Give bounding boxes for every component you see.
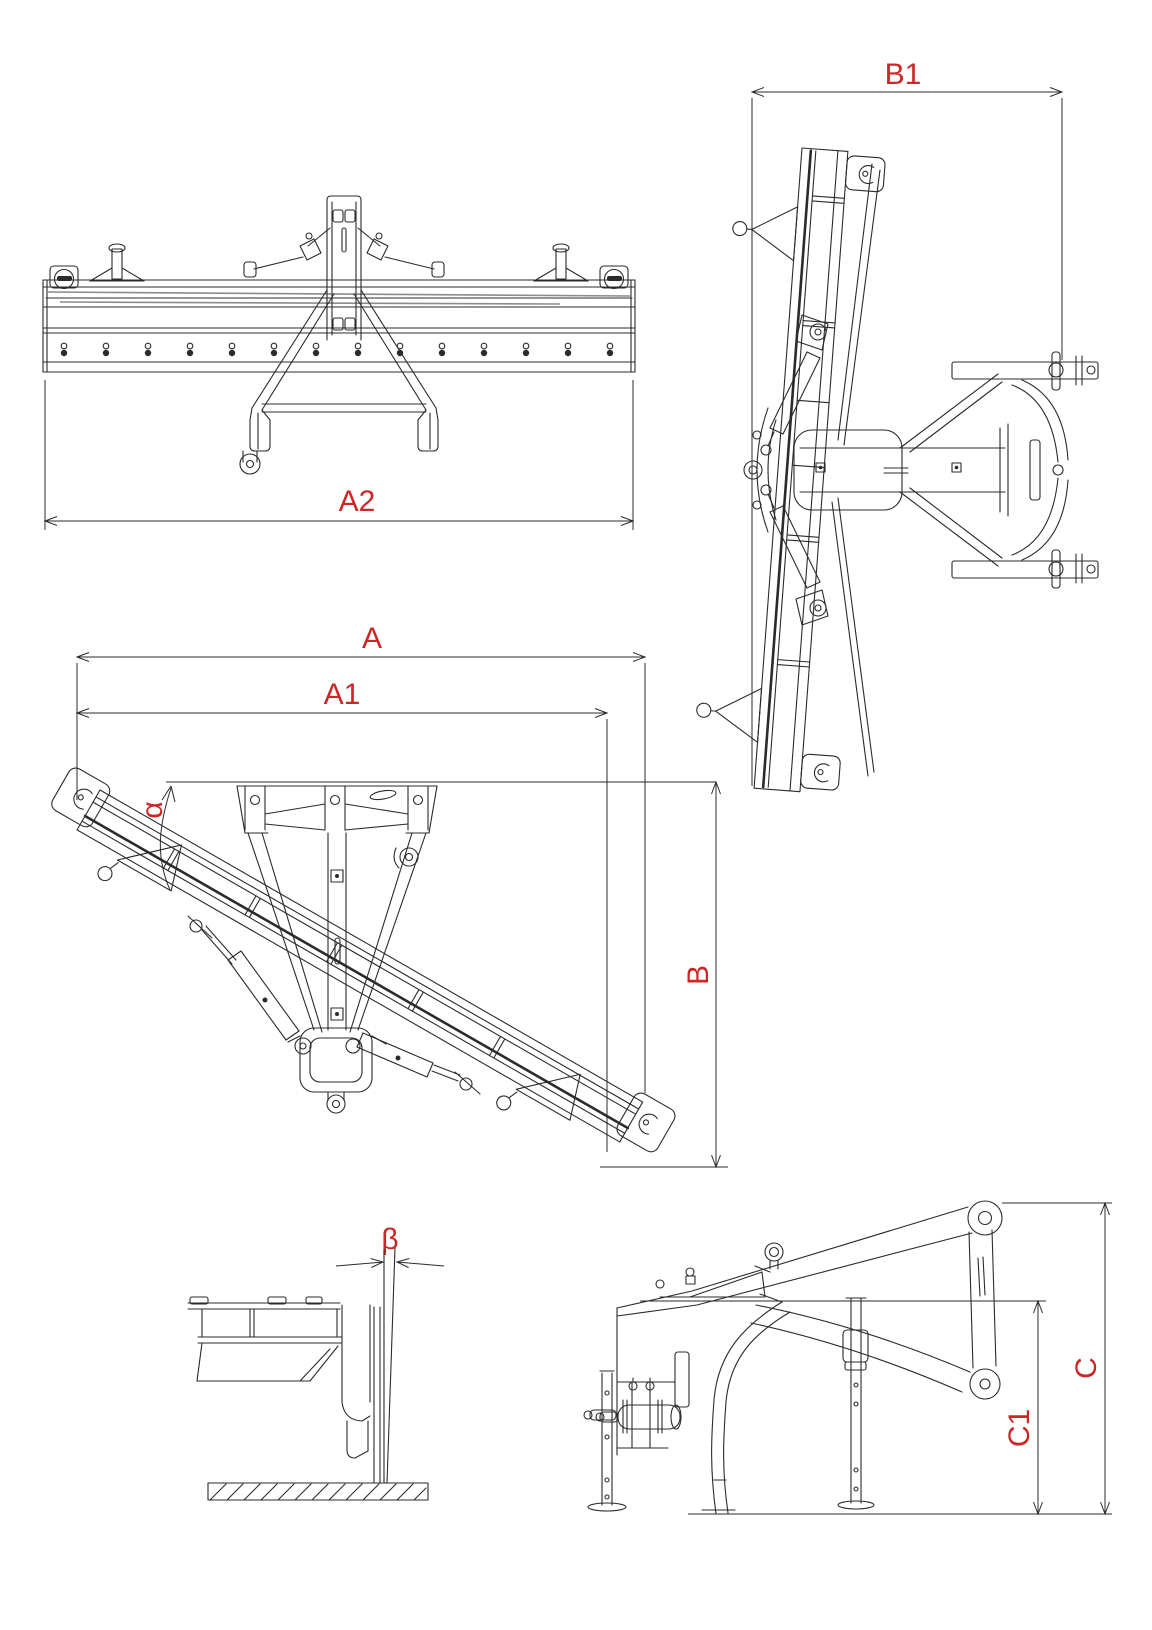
hitch-head-top [236, 785, 438, 834]
dimension-c1: C1 [640, 1299, 1046, 1516]
hydraulic-cylinder-bottom [760, 484, 829, 626]
front-view: A2 [42, 195, 636, 530]
blade-top-view [696, 147, 886, 793]
frame-side-profile [187, 1296, 371, 1459]
pivot-assembly [743, 407, 962, 533]
center-column [247, 832, 427, 1033]
caster-wheel [239, 450, 261, 475]
parking-stand [583, 1370, 627, 1512]
stay-rods [243, 227, 445, 278]
cylinder-left [187, 915, 312, 1055]
side-view-small: β [187, 1223, 445, 1501]
dimension-c: C [1002, 1201, 1112, 1516]
dimension-a1: A1 [75, 678, 609, 718]
dimension-label-alpha: α [136, 801, 169, 818]
front-view-mast [239, 195, 445, 475]
dimension-b: B [600, 780, 728, 1169]
cylinder-right [345, 1032, 481, 1095]
dimension-label-b: B [682, 965, 715, 985]
dimension-a: A [75, 622, 647, 662]
angled-top-view: A A1 α B [51, 622, 728, 1169]
machine-body-side [595, 1242, 791, 1515]
dimension-label-a: A [362, 622, 382, 655]
top-view-rotated: B1 [696, 58, 1099, 793]
drawbar-and-hitch [799, 351, 1099, 589]
front-view-blade [42, 243, 636, 373]
dimension-label-beta: β [381, 1223, 398, 1256]
adjuster-rod [837, 1297, 875, 1510]
dimension-label-a1: A1 [324, 678, 361, 711]
dimension-beta: β [335, 1223, 445, 1268]
dimension-label-c1: C1 [1003, 1409, 1036, 1447]
blade-side-profile [373, 1247, 396, 1484]
dimension-a2: A2 [43, 380, 635, 530]
dimension-b1: B1 [750, 58, 1064, 786]
left-end-roller [49, 265, 79, 290]
lower-link [750, 1304, 971, 1393]
blade-bolts [60, 342, 614, 357]
upper-arm [616, 1200, 1003, 1400]
pivot-cluster [287, 1027, 387, 1114]
dimension-alpha: α [136, 785, 176, 891]
dimension-label-a2: A2 [339, 485, 376, 518]
side-view-large: C C1 [583, 1200, 1112, 1516]
left-pin [89, 243, 145, 282]
hydraulic-cylinder-top [760, 314, 829, 456]
right-end-roller [599, 265, 629, 290]
dimension-label-c: C [1070, 1357, 1103, 1379]
dimension-label-b1: B1 [885, 58, 922, 91]
right-pin [533, 243, 589, 282]
blade-angled [51, 767, 676, 1153]
ground-hatch [207, 1482, 429, 1501]
